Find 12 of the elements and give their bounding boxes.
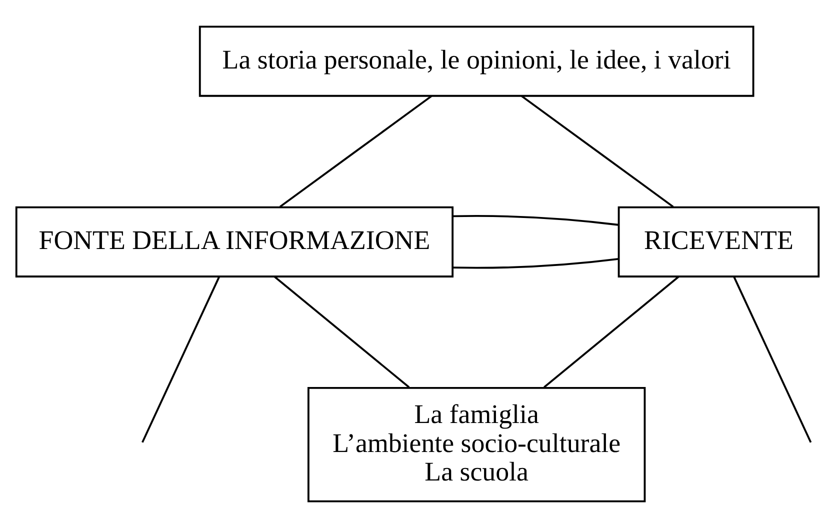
connector xyxy=(520,94,674,207)
connector xyxy=(142,276,220,442)
connector xyxy=(452,214,619,226)
connector xyxy=(544,275,680,388)
node-box: FONTE DELLA INFORMAZIONE xyxy=(15,206,454,277)
connector xyxy=(733,276,812,442)
connector xyxy=(279,94,432,207)
node-box: La famiglia L’ambiente socio-culturale La scuola xyxy=(308,386,646,502)
node-box: La storia personale, le opinioni, le idee, i valori xyxy=(198,25,754,96)
connector xyxy=(452,257,619,268)
node-box: RICEVENTE xyxy=(618,206,820,277)
connector xyxy=(274,275,410,388)
